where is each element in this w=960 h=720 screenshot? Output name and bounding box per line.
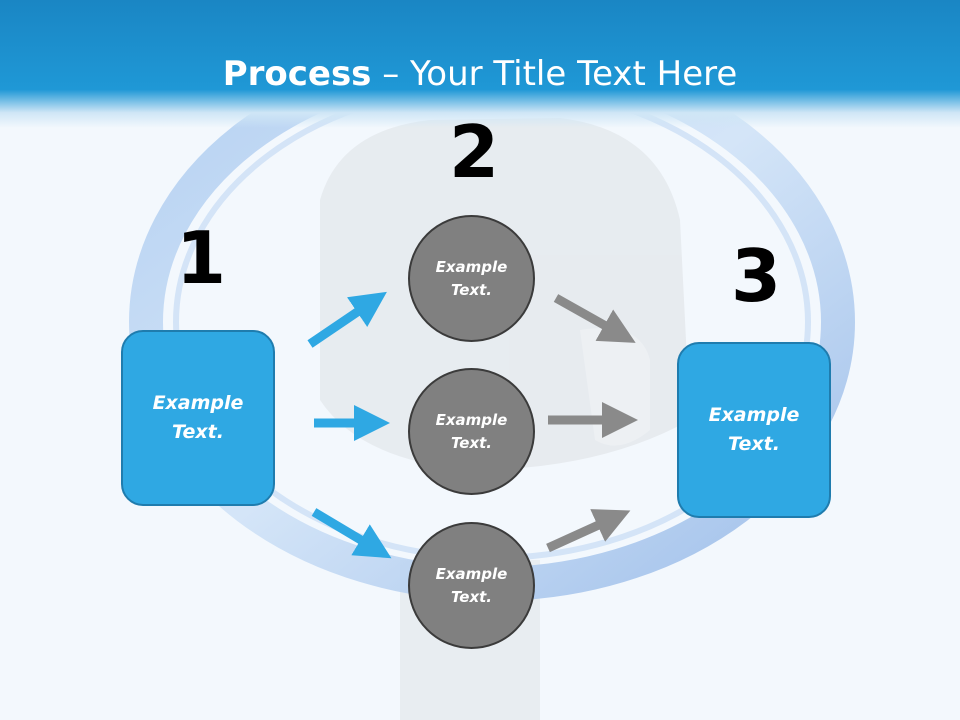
step-number-2: 2 [449,110,500,194]
process-circle-bottom: Example Text. [408,522,535,649]
step-number-1: 1 [176,216,227,300]
title-bold: Process [222,54,372,94]
title-rest: – Your Title Text Here [371,54,738,94]
step-number-3: 3 [731,234,782,318]
circle-bottom-label: Example Text. [435,564,508,606]
process-circle-middle: Example Text. [408,368,535,495]
input-box: Example Text. [121,330,275,506]
output-box: Example Text. [677,342,831,518]
output-box-label: Example Text. [708,404,800,455]
process-circle-top: Example Text. [408,215,535,342]
header-band [0,0,960,128]
circle-top-label: Example Text. [435,257,508,299]
circle-middle-label: Example Text. [435,410,508,452]
slide-title: Process – Your Title Text Here [0,52,960,96]
input-box-label: Example Text. [152,392,244,443]
